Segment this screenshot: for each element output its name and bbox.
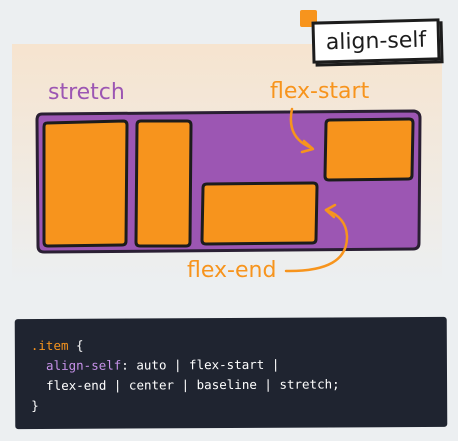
code-colon: : bbox=[121, 357, 129, 373]
code-values-line-3: flex-end | center | baseline | stretch; bbox=[46, 376, 340, 393]
label-flex-start: flex-start bbox=[270, 79, 370, 104]
arrow-flex-end-head bbox=[324, 203, 337, 219]
arrow-flex-end bbox=[284, 208, 349, 273]
code-line-1: .item { bbox=[31, 334, 431, 356]
code-block: .item { align-self: auto | flex-start | … bbox=[14, 316, 448, 430]
flex-item-stretch-1 bbox=[42, 119, 129, 248]
arrow-flex-start-head bbox=[300, 139, 315, 154]
code-line-3: flex-end | center | baseline | stretch; bbox=[31, 374, 431, 396]
code-values-line-2: auto | flex-start | bbox=[136, 356, 280, 373]
code-selector: .item bbox=[30, 337, 69, 354]
label-flex-end: flex-end bbox=[187, 258, 277, 283]
diagram-title: align-self bbox=[311, 18, 441, 64]
code-line-2: align-self: auto | flex-start | bbox=[31, 354, 431, 376]
flex-item-flex-end bbox=[200, 181, 319, 246]
code-close-brace: } bbox=[31, 398, 39, 414]
label-stretch: stretch bbox=[48, 80, 125, 105]
flex-item-flex-start bbox=[323, 117, 415, 182]
flex-item-stretch-2 bbox=[134, 119, 193, 248]
code-open-brace: { bbox=[75, 337, 84, 353]
code-property: align-self bbox=[45, 357, 122, 373]
code-line-4: } bbox=[31, 394, 431, 416]
